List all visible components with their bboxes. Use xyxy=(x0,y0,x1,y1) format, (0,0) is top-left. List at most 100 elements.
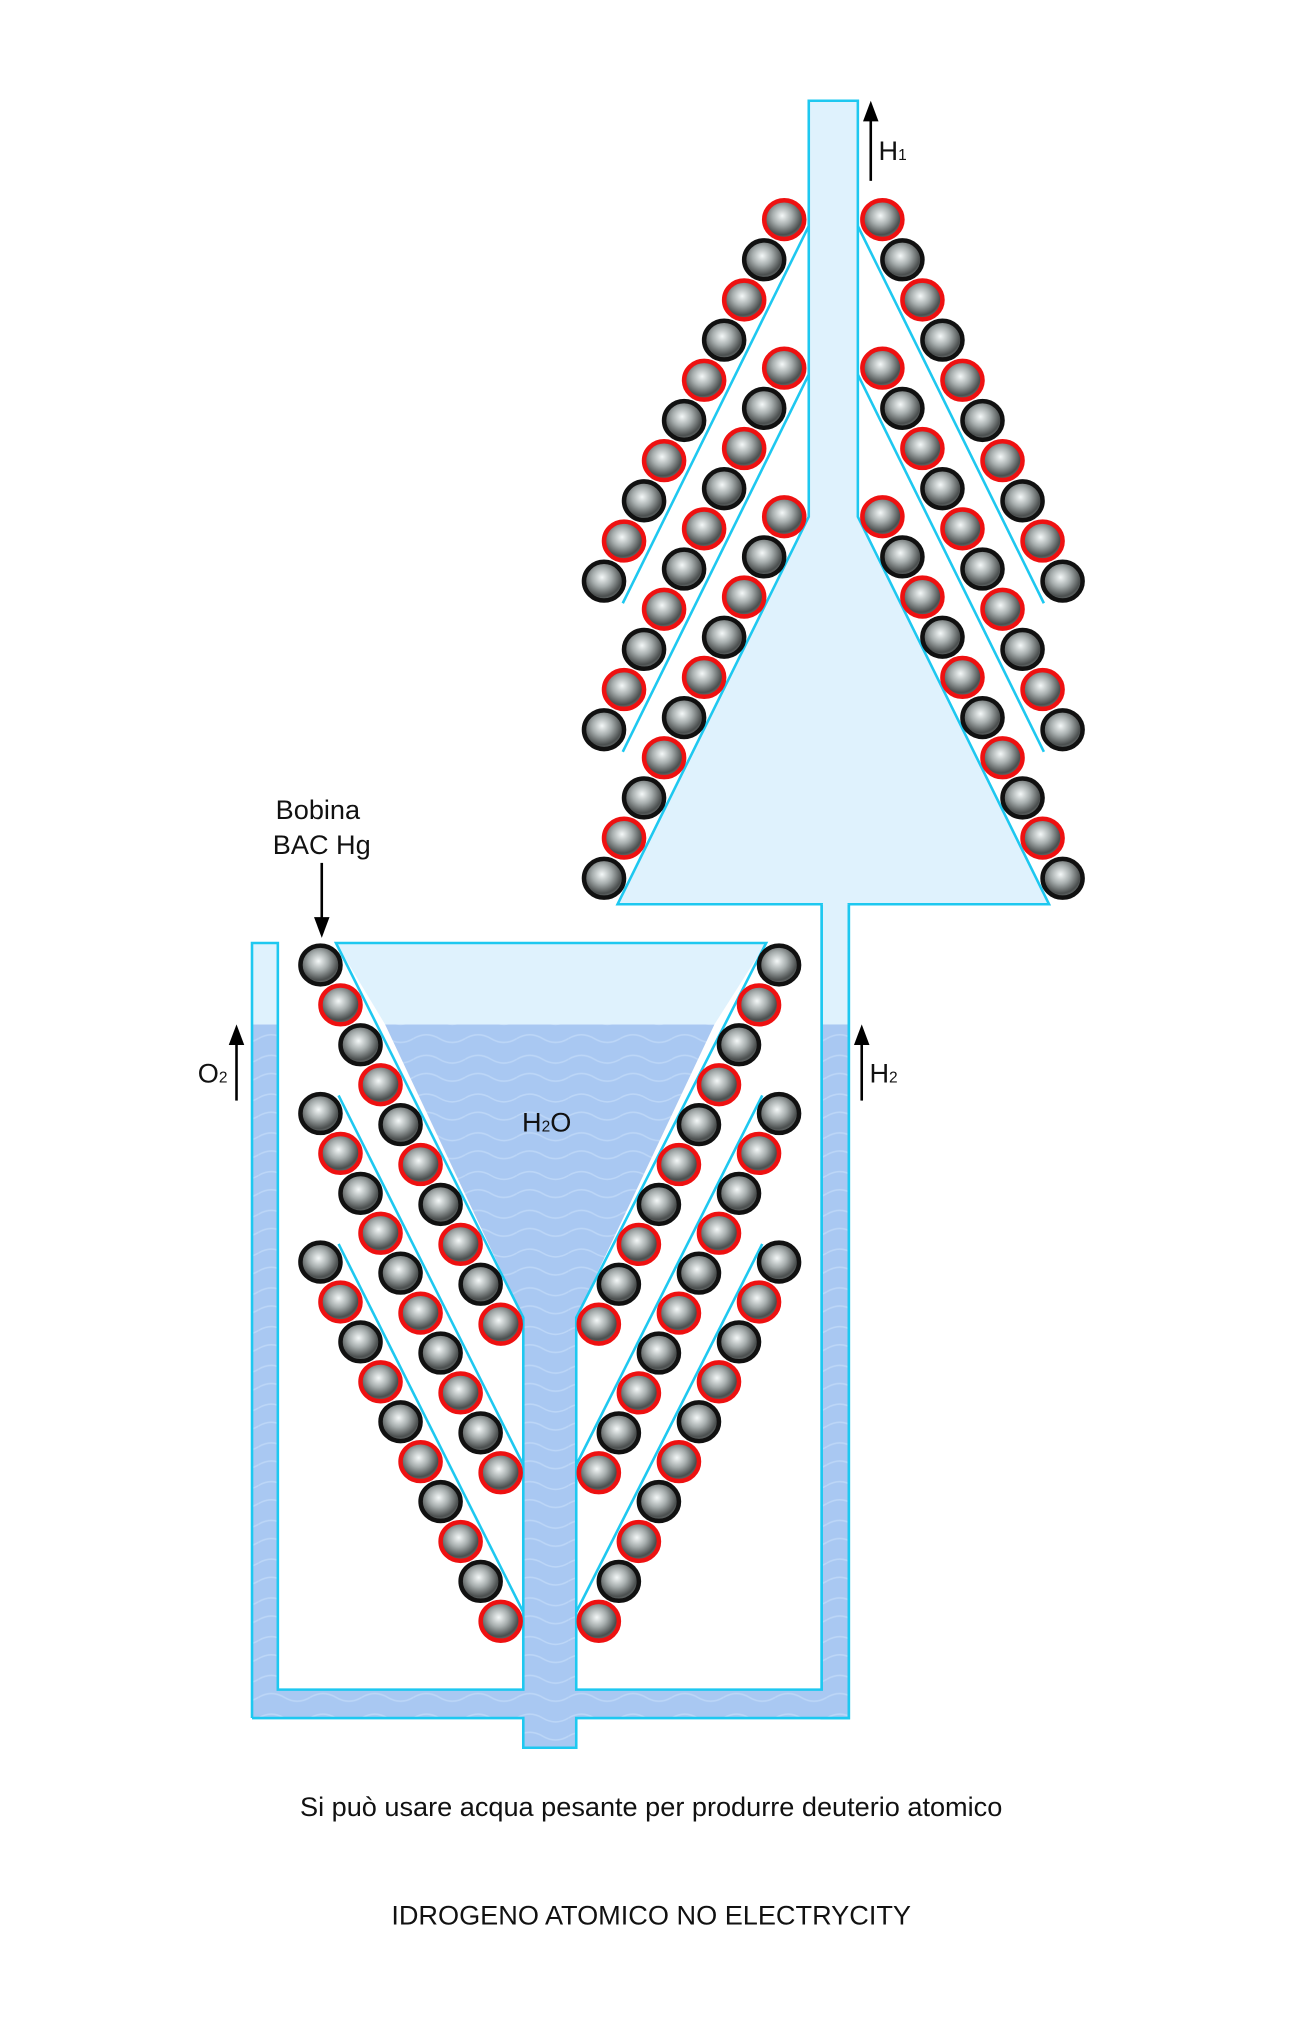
bottom-left-coil-sphere xyxy=(478,1599,523,1643)
top-left-coil-sphere xyxy=(641,439,687,483)
top-right-coil-sphere xyxy=(860,346,905,390)
top-left-coil-sphere xyxy=(581,856,627,900)
bottom-left-coil-sphere xyxy=(338,1023,383,1067)
top-left-coil-sphere xyxy=(621,627,667,672)
top-left-coil-sphere xyxy=(681,507,727,551)
water-label: H2O xyxy=(522,1107,571,1138)
bottom-left-coil-sphere xyxy=(398,1440,443,1484)
coil-guide-lines xyxy=(337,225,1046,1613)
o2-label: O2 xyxy=(198,1058,228,1089)
top-left-coil-sphere xyxy=(621,479,667,523)
bottom-right-coil-sphere xyxy=(676,1400,722,1444)
coil-label-line2: BAC Hg xyxy=(273,829,371,860)
top-right-coil-sphere xyxy=(960,398,1005,443)
top-right-coil-sphere xyxy=(1040,708,1085,752)
bottom-left-coil-sphere xyxy=(298,1240,343,1284)
top-right-coil-sphere xyxy=(880,535,925,579)
bottom-right-coil-sphere xyxy=(696,1360,742,1404)
bottom-left-coil-sphere xyxy=(418,1331,463,1375)
bottom-right-coil-sphere xyxy=(596,1559,642,1604)
top-right-coil-sphere xyxy=(900,426,945,471)
top-left-coil-sphere xyxy=(741,238,787,282)
top-left-coil-sphere xyxy=(601,667,647,712)
top-right-coil-sphere xyxy=(960,547,1005,591)
top-left-coil-sphere xyxy=(761,495,807,539)
bottom-left-coil-sphere xyxy=(378,1251,423,1295)
top-right-coil-sphere xyxy=(1040,856,1085,900)
bottom-right-coil-sphere xyxy=(656,1291,702,1335)
top-left-coil-sphere xyxy=(581,559,627,603)
top-left-coil-sphere xyxy=(581,708,627,752)
top-right-coil-sphere xyxy=(980,736,1025,780)
h1-label: H1 xyxy=(879,135,907,166)
top-right-coil-sphere xyxy=(1000,479,1045,523)
top-left-coil-sphere xyxy=(621,776,667,820)
h2-label: H2 xyxy=(869,1058,897,1089)
top-right-coil-sphere xyxy=(1000,627,1045,672)
vessel-water xyxy=(252,1024,849,1748)
top-left-coil-sphere xyxy=(761,197,807,242)
bottom-left-coil-sphere xyxy=(458,1262,503,1306)
top-left-coil-sphere xyxy=(701,318,747,362)
bottom-right-coil-sphere xyxy=(616,1519,662,1564)
vessel-gas-space xyxy=(252,904,849,1025)
top-left-coil-sphere xyxy=(741,535,787,579)
top-left-coil-sphere xyxy=(701,615,747,659)
top-right-coil-sphere xyxy=(940,655,985,700)
top-right-coil-sphere xyxy=(1040,559,1085,603)
top-left-coil-sphere xyxy=(741,386,787,430)
top-left-coil-sphere xyxy=(721,278,767,322)
bottom-right-coil-sphere xyxy=(756,943,802,987)
top-right-coil-sphere xyxy=(960,695,1005,740)
bottom-right-coil-sphere xyxy=(716,1023,762,1067)
bottom-right-coil-sphere xyxy=(736,983,782,1027)
top-right-coil-sphere xyxy=(940,358,985,402)
top-right-coil-sphere xyxy=(920,615,965,659)
top-left-coil-sphere xyxy=(721,575,767,619)
bottom-right-coil-sphere xyxy=(756,1240,802,1284)
bottom-left-coil-sphere xyxy=(398,1142,443,1187)
bottom-left-coil-sphere xyxy=(398,1291,443,1335)
bottom-left-coil-sphere xyxy=(358,1360,403,1404)
top-left-coil-sphere xyxy=(701,467,747,511)
bottom-right-coil-sphere xyxy=(596,1411,642,1455)
vessel-walls xyxy=(250,904,851,1750)
top-right-coil-sphere xyxy=(880,386,925,430)
bottom-left-coil-sphere xyxy=(318,983,363,1027)
bottom-left-coil-sphere xyxy=(298,943,343,987)
top-left-coil-sphere xyxy=(721,426,767,471)
bottom-right-coil-sphere xyxy=(676,1251,722,1295)
bottom-left-coil-sphere xyxy=(458,1411,503,1455)
bottom-left-coil-sphere xyxy=(418,1182,463,1227)
top-right-coil-sphere xyxy=(1020,816,1065,860)
bottom-right-coil-sphere xyxy=(696,1211,742,1255)
top-left-coil-sphere xyxy=(601,816,647,860)
bottom-left-coil-sphere xyxy=(418,1479,463,1524)
bottom-right-coil-sphere xyxy=(636,1331,682,1375)
bottom-left-coil-sphere xyxy=(438,1371,483,1415)
bottom-right-coil-sphere xyxy=(656,1440,702,1484)
top-left-coil-sphere xyxy=(661,398,707,443)
top-left-coil-sphere xyxy=(641,736,687,780)
bottom-right-coil-sphere xyxy=(656,1142,702,1187)
coil-pointer-arrow xyxy=(314,862,330,938)
bottom-right-coil-sphere xyxy=(616,1222,662,1267)
bottom-left-coil-sphere xyxy=(458,1559,503,1604)
caption-title: IDROGENO ATOMICO NO ELECTRYCITY xyxy=(391,1900,911,1931)
o2-up-arrow xyxy=(228,1024,245,1101)
bottom-left-coil-sphere xyxy=(358,1211,403,1255)
top-left-coil-sphere xyxy=(661,695,707,740)
coil-spheres xyxy=(298,197,1085,1643)
top-left-coil-sphere xyxy=(661,547,707,591)
coil-label-line1: Bobina xyxy=(276,794,361,825)
bottom-right-coil-sphere xyxy=(756,1091,802,1136)
top-right-coil-sphere xyxy=(860,495,905,539)
bottom-left-coil-sphere xyxy=(438,1519,483,1564)
caption-note: Si può usare acqua pesante per produrre … xyxy=(300,1791,1002,1822)
bottom-right-coil-sphere xyxy=(736,1131,782,1176)
bottom-left-coil-sphere xyxy=(478,1302,523,1346)
bottom-left-coil-sphere xyxy=(378,1400,423,1444)
bottom-right-coil-sphere xyxy=(576,1599,622,1643)
